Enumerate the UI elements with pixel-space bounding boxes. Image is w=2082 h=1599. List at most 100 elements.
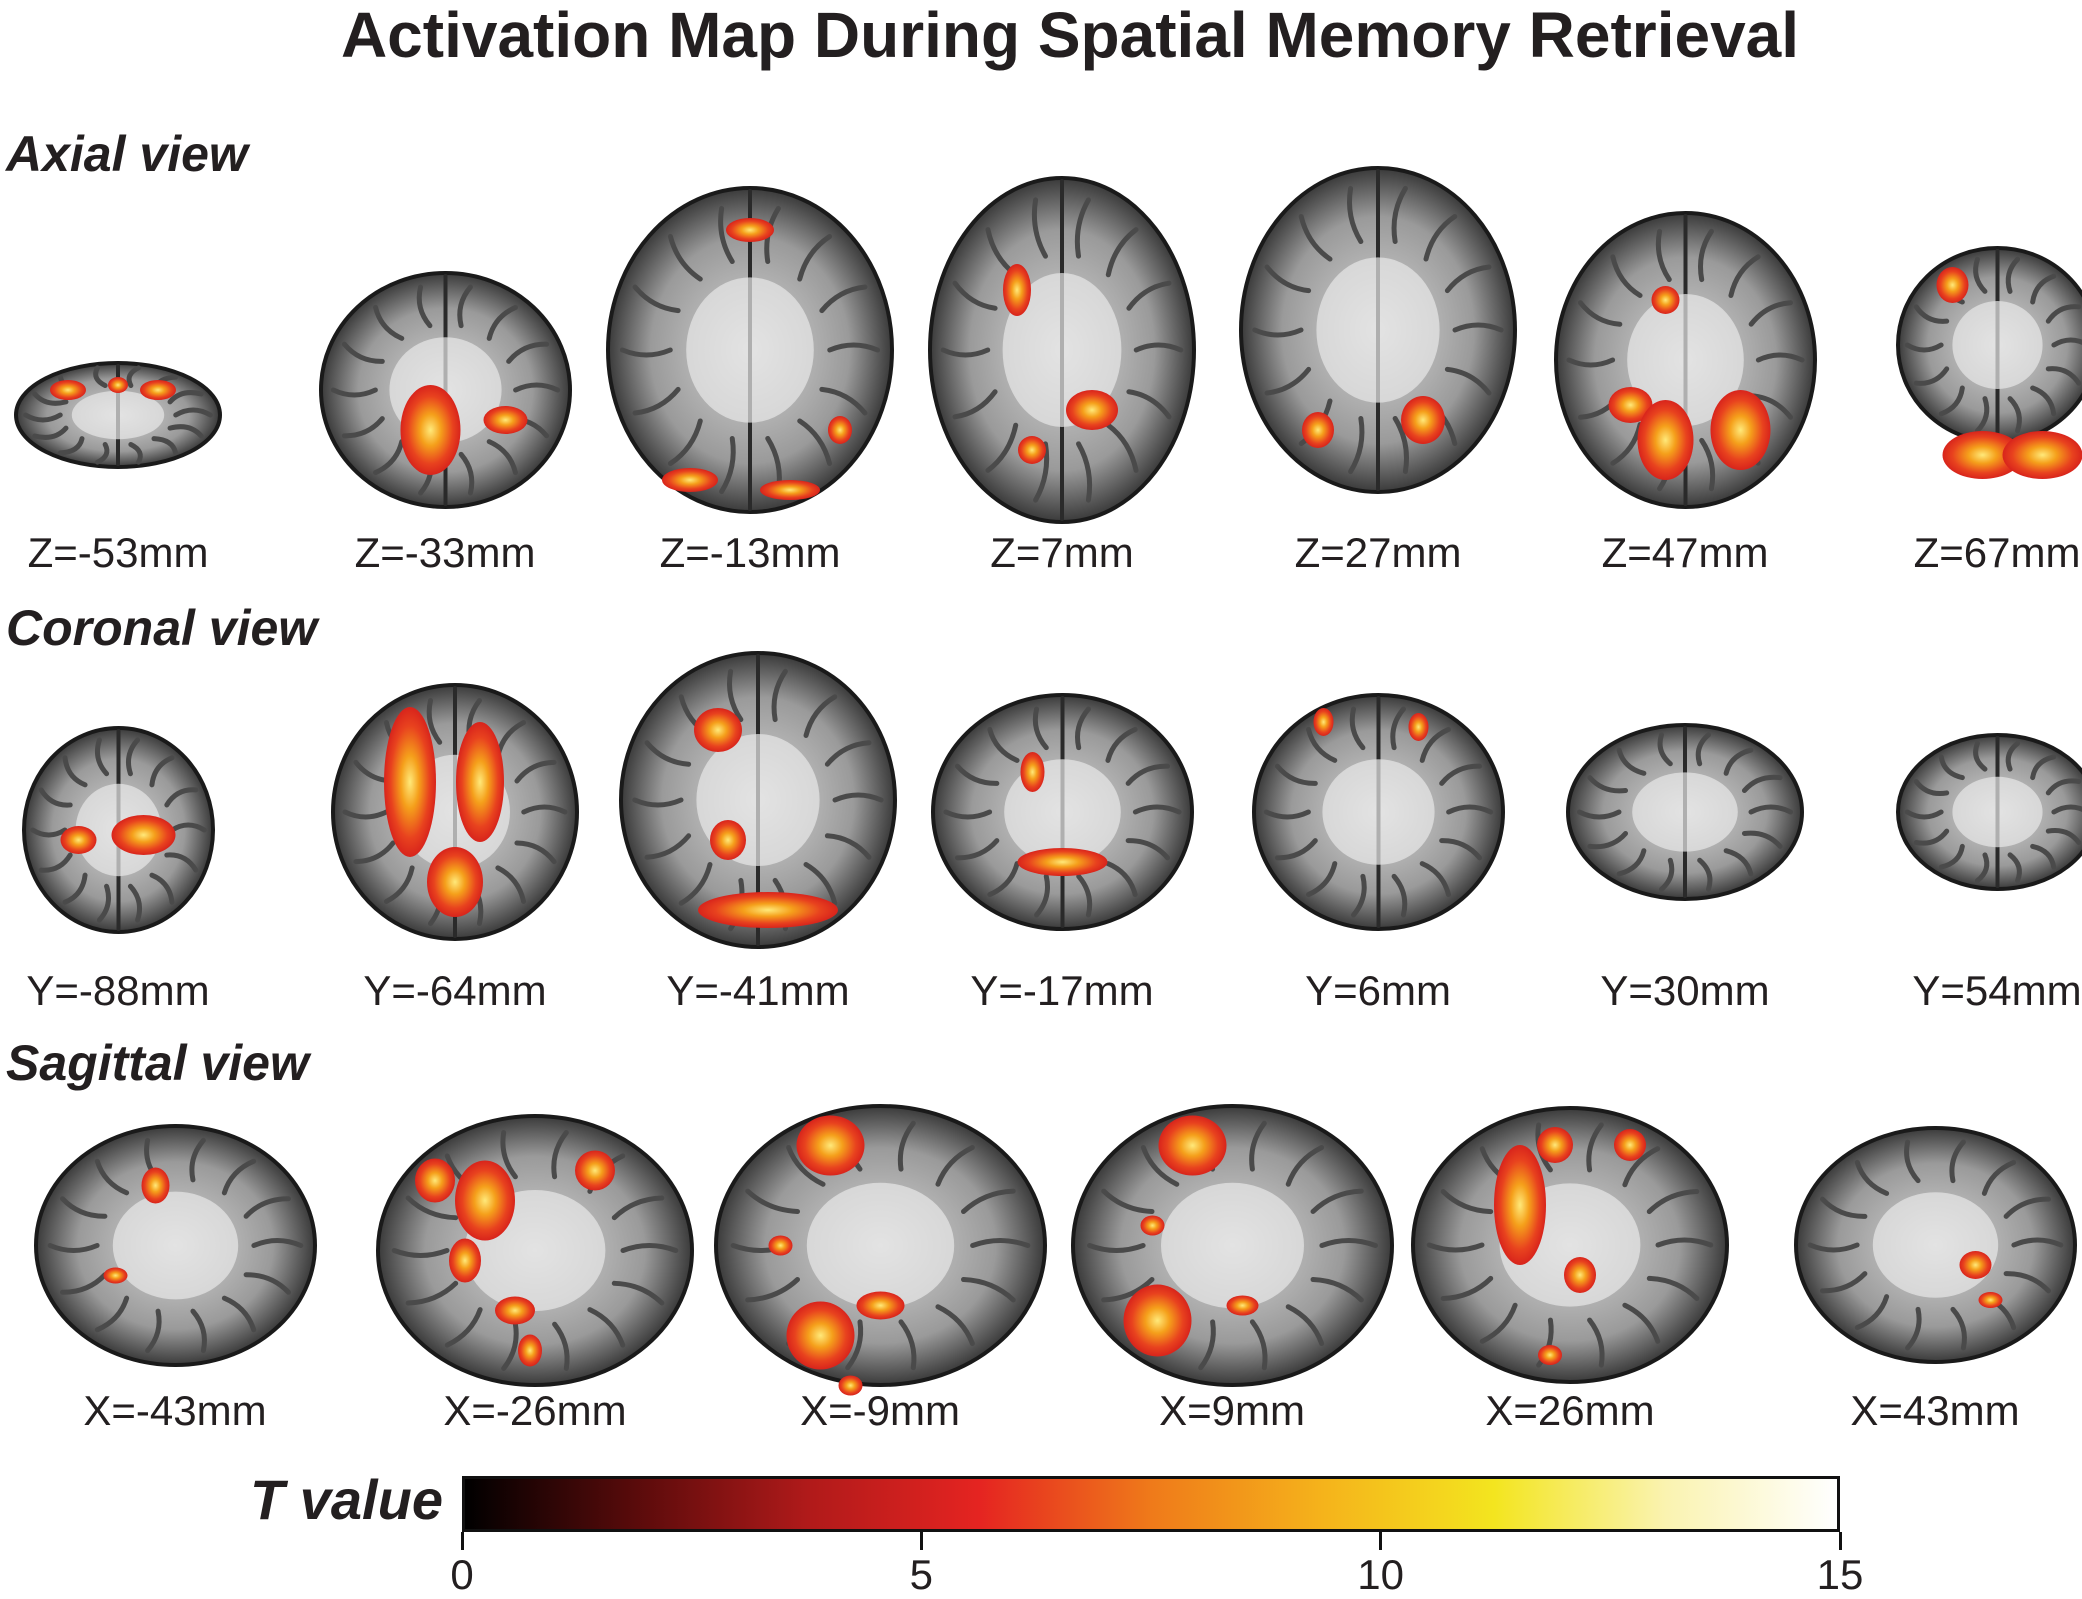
colorbar-tick-label: 5 [909, 1551, 934, 1598]
gyri-pattern [29, 729, 207, 931]
coronal-slice-label: Y=-88mm [26, 967, 210, 1014]
axial-slice-label: Z=47mm [1601, 529, 1769, 576]
gyri-pattern [1086, 1120, 1378, 1370]
activation-cluster [1608, 387, 1652, 423]
coronal-slice-image [1251, 693, 1505, 931]
colorbar-tick [1379, 1532, 1383, 1550]
activation-cluster [1302, 412, 1334, 448]
axial-slice-label: Z=27mm [1294, 529, 1462, 576]
gyri-pattern [47, 1137, 303, 1353]
axial-view-heading: Axial view [6, 126, 248, 182]
colorbar-title: T value [250, 1468, 443, 1531]
activation-cluster [400, 385, 460, 475]
activation-cluster [1651, 286, 1679, 314]
colorbar-tick-label: 15 [1816, 1551, 1864, 1598]
activation-cluster [1018, 436, 1046, 464]
activation-cluster [1017, 848, 1107, 876]
activation-cluster [760, 480, 820, 500]
coronal-slice-label: Y=6mm [1305, 967, 1451, 1014]
gyri-pattern [1576, 726, 1794, 898]
sagittal-slice-image [1411, 1106, 1729, 1384]
activation-cluster [2002, 431, 2082, 479]
coronal-slice-image [1895, 733, 2082, 891]
coronal-slice-label: Y=-41mm [666, 967, 850, 1014]
colorbar-tick [460, 1532, 464, 1550]
gyri-pattern [391, 1129, 679, 1371]
activation-cluster [483, 406, 527, 434]
activation-cluster [1494, 1145, 1546, 1265]
activation-cluster [1313, 708, 1333, 736]
axial-slice-label: Z=-13mm [659, 529, 841, 576]
activation-cluster [1942, 431, 2022, 479]
activation-cluster [518, 1334, 542, 1366]
coronal-slice-image [619, 651, 897, 949]
activation-cluster [828, 416, 852, 444]
coronal-view-heading: Coronal view [6, 600, 318, 656]
sagittal-slice-image [33, 1123, 317, 1367]
activation-cluster [427, 847, 483, 917]
activation-cluster [415, 1158, 455, 1202]
activation-cluster [1538, 1345, 1562, 1365]
activation-cluster [456, 722, 504, 842]
gyri-pattern [1807, 1139, 2063, 1351]
activation-cluster [449, 1238, 481, 1282]
activation-cluster [1401, 396, 1445, 444]
sagittal-view-heading: Sagittal view [6, 1035, 309, 1091]
activation-cluster [495, 1296, 535, 1324]
t-value-colorbar [462, 1476, 1840, 1532]
activation-cluster [1564, 1257, 1596, 1293]
sagittal-slice-label: X=9mm [1159, 1387, 1305, 1434]
axial-slice-image [14, 361, 222, 469]
sagittal-slice-image [376, 1113, 694, 1387]
sagittal-slice-image [713, 1103, 1047, 1395]
sagittal-slice-image [1070, 1103, 1394, 1387]
coronal-slice-image [930, 693, 1194, 931]
sagittal-slice-label: X=-9mm [800, 1387, 960, 1434]
axial-slice-image [606, 186, 894, 514]
activation-cluster [1066, 390, 1118, 430]
sagittal-slice-label: X=-26mm [443, 1387, 627, 1434]
activation-cluster [111, 815, 175, 855]
activation-cluster [384, 707, 436, 857]
activation-cluster [786, 1301, 854, 1369]
activation-cluster [1003, 264, 1031, 316]
activation-cluster [1226, 1295, 1258, 1315]
activation-cluster [141, 1167, 169, 1203]
axial-slice-image [1895, 246, 2082, 479]
axial-slice-label: Z=-33mm [354, 529, 536, 576]
activation-cluster [1158, 1115, 1226, 1175]
gyri-pattern [730, 1120, 1030, 1370]
activation-cluster [1020, 752, 1044, 792]
sagittal-slice-image [1793, 1126, 2077, 1364]
gyri-pattern [1426, 1122, 1714, 1368]
activation-cluster [768, 1235, 792, 1255]
activation-cluster [1140, 1215, 1164, 1235]
coronal-slice-image [21, 726, 215, 934]
activation-cluster [838, 1375, 862, 1395]
gyri-pattern [1904, 736, 2082, 888]
colorbar-tick-label: 0 [450, 1551, 474, 1598]
coronal-slice-label: Y=54mm [1912, 967, 2082, 1014]
coronal-slice-label: Y=-64mm [363, 967, 547, 1014]
activation-cluster [140, 380, 176, 400]
sagittal-slice-label: X=26mm [1485, 1387, 1655, 1434]
activation-cluster [50, 380, 86, 400]
gyri-pattern [1263, 696, 1493, 928]
activation-cluster [694, 708, 742, 752]
axial-slice-label: Z=7mm [990, 529, 1134, 576]
activation-cluster [103, 1267, 127, 1283]
activation-cluster [726, 218, 774, 242]
axial-slice-image [1239, 166, 1517, 494]
activation-cluster [856, 1291, 904, 1319]
activation-cluster [1959, 1251, 1991, 1279]
activation-cluster [1408, 713, 1428, 741]
axial-slice-label: Z=67mm [1913, 529, 2081, 576]
activation-cluster [108, 377, 128, 393]
activation-cluster [1537, 1127, 1573, 1163]
activation-cluster [1710, 390, 1770, 470]
activation-cluster [1123, 1284, 1191, 1356]
coronal-slice-label: Y=30mm [1600, 967, 1770, 1014]
activation-cluster [1637, 400, 1693, 480]
activation-cluster [710, 820, 746, 860]
colorbar-tick [919, 1532, 923, 1550]
